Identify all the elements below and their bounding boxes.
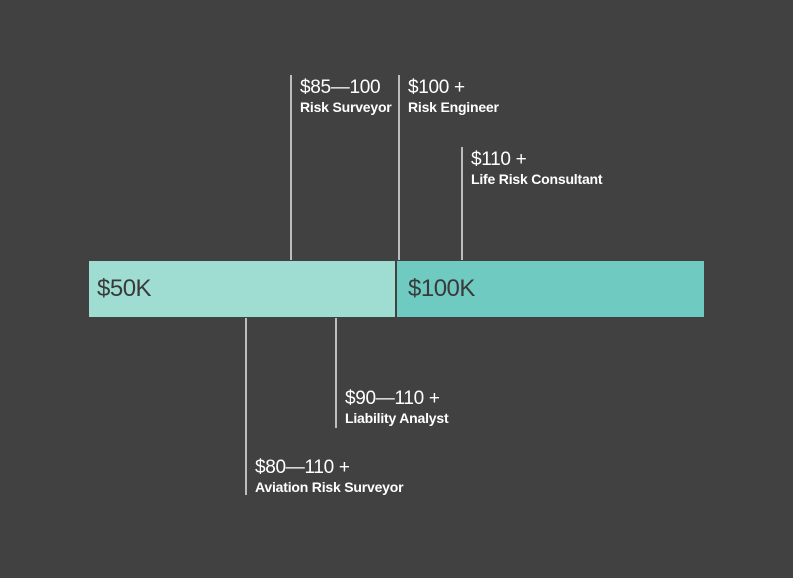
role-title: Aviation Risk Surveyor bbox=[255, 479, 404, 495]
callout-liability-analyst: $90—110 + Liability Analyst bbox=[345, 388, 449, 427]
callout-risk-engineer: $100 + Risk Engineer bbox=[408, 77, 499, 116]
scale-segment-50k: $50K bbox=[89, 261, 395, 317]
salary-range: $100 + bbox=[408, 77, 465, 98]
salary-range: $80—110 + bbox=[255, 457, 350, 478]
leader-line-life-risk-consultant bbox=[461, 147, 463, 260]
leader-line-risk-engineer bbox=[398, 75, 400, 260]
role-title: Liability Analyst bbox=[345, 410, 449, 426]
scale-label-50k: $50K bbox=[97, 275, 152, 302]
callout-risk-surveyor: $85—100 Risk Surveyor bbox=[300, 77, 392, 116]
callout-aviation-risk-surveyor: $80—110 + Aviation Risk Surveyor bbox=[255, 457, 404, 496]
scale-segment-100k: $100K bbox=[397, 261, 704, 317]
scale-label-100k: $100K bbox=[408, 275, 475, 302]
callout-life-risk-consultant: $110 + Life Risk Consultant bbox=[471, 149, 603, 188]
role-title: Life Risk Consultant bbox=[471, 171, 603, 187]
salary-range: $90—110 + bbox=[345, 388, 440, 409]
leader-line-liability-analyst bbox=[335, 318, 337, 428]
role-title: Risk Surveyor bbox=[300, 99, 392, 115]
leader-line-risk-surveyor bbox=[290, 75, 292, 260]
role-title: Risk Engineer bbox=[408, 99, 499, 115]
salary-range: $110 + bbox=[471, 149, 527, 170]
salary-range: $85—100 bbox=[300, 77, 381, 98]
leader-line-aviation-risk-surveyor bbox=[245, 318, 247, 495]
